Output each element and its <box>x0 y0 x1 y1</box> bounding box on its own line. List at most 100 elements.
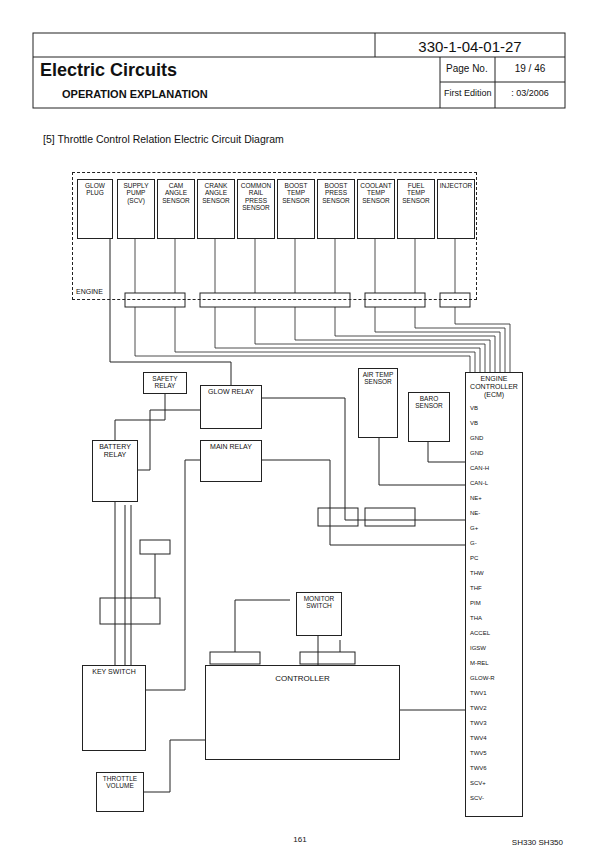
component-box: BOOST PRESS SENSOR <box>317 179 355 239</box>
wire-connector <box>144 740 205 792</box>
wire <box>295 307 296 340</box>
wire <box>135 238 136 293</box>
pin-name: TWV2 <box>470 705 487 712</box>
wire <box>255 307 256 344</box>
pin-name: VB <box>470 405 478 412</box>
pin-name: TWV4 <box>470 735 487 742</box>
wire-connector <box>146 460 200 690</box>
wire <box>415 238 416 293</box>
component-name: FUEL TEMP SENSOR <box>399 182 433 204</box>
pin-name: GLOW-R <box>470 675 495 682</box>
connector-block <box>140 540 170 554</box>
figure-caption: [5] Throttle Control Relation Electric C… <box>43 133 284 145</box>
wire <box>485 344 486 372</box>
wire <box>340 640 341 652</box>
wire <box>335 307 336 336</box>
connector-block <box>100 598 160 624</box>
engine-housing: ENGINEGLOW PLUGSUPPLY PUMP (SCV)CAM ANGL… <box>72 172 477 300</box>
component-name: SUPPLY PUMP (SCV) <box>119 182 153 204</box>
component-box: CAM ANGLE SENSOR <box>157 179 195 239</box>
wire-connector <box>428 442 465 462</box>
component-box: KEY SWITCH <box>82 665 146 751</box>
wire-bundle <box>135 238 510 372</box>
wire <box>455 324 510 325</box>
wire <box>235 600 236 652</box>
component-name: BOOST PRESS SENSOR <box>319 182 353 204</box>
header-value: : 03/2006 <box>511 88 549 98</box>
wire-connector <box>115 394 165 440</box>
pin-name: TWV6 <box>470 765 487 772</box>
component-box: BOOST TEMP SENSOR <box>277 179 315 239</box>
pin-name: G- <box>470 540 477 547</box>
component-box: BARO SENSOR <box>408 392 450 442</box>
component-name: GLOW PLUG <box>79 182 111 197</box>
connector-block <box>125 293 185 307</box>
component-box: BATTERY RELAY <box>92 440 138 502</box>
wire <box>215 307 216 348</box>
wire <box>505 328 506 372</box>
model-name: SH330 SH350 <box>512 838 563 847</box>
component-box: MONITOR SWITCH <box>296 592 342 636</box>
wire <box>500 332 501 372</box>
component-name: BATTERY RELAY <box>94 443 136 459</box>
component-box: SAFETY RELAY <box>143 372 187 394</box>
wire <box>215 348 480 349</box>
pin-name: M-REL <box>470 660 489 667</box>
component-name: MONITOR SWITCH <box>298 595 340 610</box>
pin-name: GND <box>470 450 483 457</box>
header-value: 19 / 46 <box>515 63 546 75</box>
component-box: AIR TEMP SENSOR <box>358 368 398 438</box>
component-name: AIR TEMP SENSOR <box>360 371 396 386</box>
page-title: Electric Circuits <box>40 60 177 81</box>
header-rule <box>33 57 565 58</box>
wire <box>480 348 481 372</box>
wire <box>255 344 485 345</box>
connector-block <box>200 293 350 307</box>
wire <box>175 352 475 353</box>
pin-name: VB <box>470 420 478 427</box>
pin-name: CAN-L <box>470 480 488 487</box>
connector-block <box>210 652 260 664</box>
component-box: COMMON RAIL PRESS SENSOR <box>237 179 275 239</box>
wire <box>490 340 491 372</box>
wire <box>335 336 495 337</box>
wire <box>215 238 216 293</box>
wire <box>455 307 456 324</box>
wire-connector <box>262 460 465 545</box>
wire <box>175 307 176 352</box>
wire <box>495 336 496 372</box>
component-box: CONTROLLER <box>205 665 400 760</box>
wire <box>135 356 470 357</box>
pin-name: CAN-H <box>470 465 489 472</box>
wire <box>125 505 126 665</box>
component-name: CAM ANGLE SENSOR <box>159 182 193 204</box>
wire-connector <box>400 710 465 711</box>
pin-name: ACCEL <box>470 630 490 637</box>
pin-name: TWV1 <box>470 690 487 697</box>
wire <box>415 328 505 329</box>
component-name: MAIN RELAY <box>202 443 260 451</box>
wire-connector <box>318 636 319 665</box>
wire <box>335 238 336 293</box>
connector-block <box>365 508 415 526</box>
wire <box>475 352 476 372</box>
wire-connector <box>115 502 116 665</box>
connector-block <box>300 652 355 664</box>
wire <box>135 307 136 356</box>
wire <box>415 307 416 328</box>
wire <box>155 554 156 598</box>
wire-connector <box>138 410 200 470</box>
pin-name: TWV5 <box>470 750 487 757</box>
wire <box>175 238 176 293</box>
wire <box>375 332 500 333</box>
component-box: THROTTLE VOLUME <box>96 772 144 812</box>
pin-name: THF <box>470 585 482 592</box>
pin-name: TWV3 <box>470 720 487 727</box>
wire-connector <box>379 438 465 485</box>
connector-block <box>318 508 358 526</box>
pin-name: SCV- <box>470 795 484 802</box>
component-name: KEY SWITCH <box>84 668 144 676</box>
component-box: INJECTOR <box>437 179 475 239</box>
wire <box>235 600 290 601</box>
wire <box>295 238 296 293</box>
